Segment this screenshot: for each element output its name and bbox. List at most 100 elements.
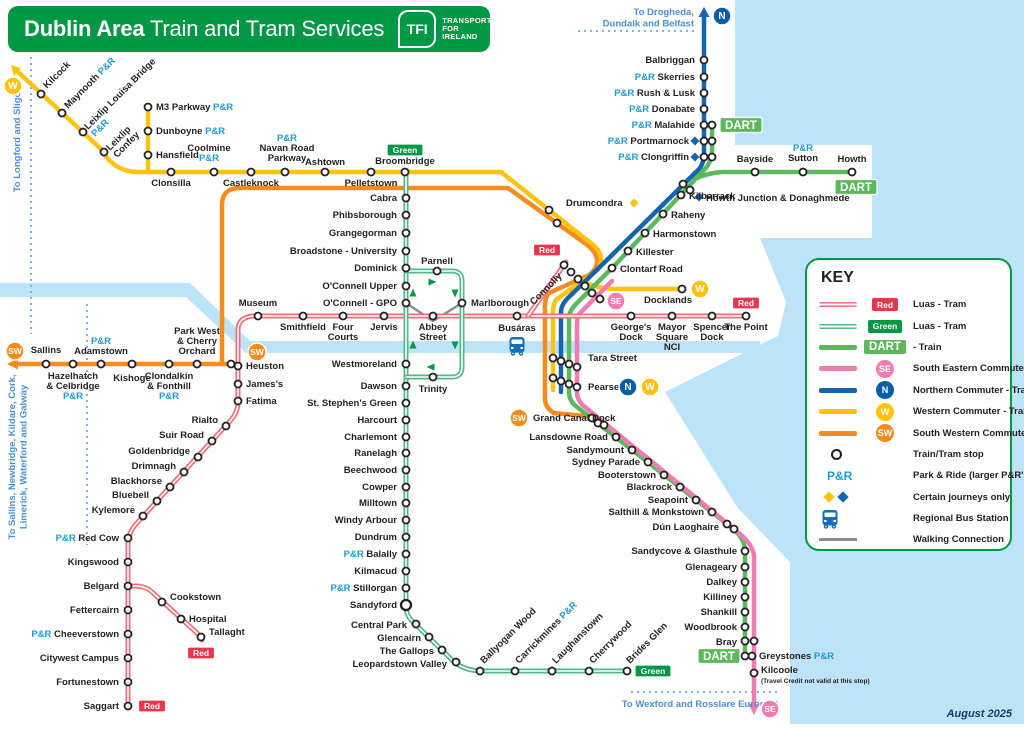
station-label: Woodbrook	[684, 622, 737, 633]
svg-text:Red: Red	[738, 298, 754, 308]
station-label: Bray	[716, 637, 738, 648]
station-label: Suir Road	[159, 430, 204, 441]
station-label: Grand Canal Dock	[533, 413, 616, 424]
station-label: Grangegorman	[329, 228, 397, 239]
luas-direction-arrow-icon	[409, 288, 417, 297]
station-stop	[164, 359, 174, 369]
station-stop	[401, 448, 411, 458]
route-destination-note: To Longford and Sligo	[12, 91, 23, 192]
route-terminus-arrow	[748, 704, 760, 715]
station-stop	[699, 120, 709, 130]
key-swatch-n-icon	[819, 387, 857, 393]
station-stop	[207, 436, 217, 446]
station-label: The Gallops	[380, 646, 434, 657]
station-label: Leopardstown Valley	[353, 659, 448, 670]
station-label: Marlborough	[471, 298, 529, 309]
station-stop	[699, 136, 709, 146]
station-label: (Travel Credit not valid at this stop)	[761, 678, 870, 685]
station-stop	[611, 432, 621, 442]
station-stop	[587, 413, 597, 423]
svg-text:Red: Red	[193, 648, 209, 658]
svg-text:W: W	[645, 382, 655, 393]
station-stop	[192, 359, 202, 369]
key-entry-label: Park & Ride (larger P&R's only)	[913, 470, 1024, 482]
station-stop	[123, 557, 133, 567]
station-label: Docklands	[644, 295, 692, 306]
station-label: Dalkey	[706, 577, 737, 588]
station-stop	[707, 507, 717, 517]
station-stop	[599, 420, 609, 430]
badge-w: W	[640, 377, 660, 397]
luas-direction-arrow-icon	[451, 341, 459, 350]
key-entry-label: - Train	[913, 341, 942, 353]
key-swatch-luas-green-icon	[819, 323, 857, 329]
station-stop	[99, 147, 109, 157]
route-w-mainline	[14, 68, 604, 393]
station-stop	[36, 89, 46, 99]
station-label: Dunboyne P&R	[156, 126, 225, 137]
station-stop	[699, 72, 709, 82]
svg-text:W: W	[695, 284, 705, 295]
station-stop	[127, 359, 137, 369]
station-stop	[640, 228, 650, 238]
station-stop	[740, 636, 750, 646]
station-stop	[165, 482, 175, 492]
station-label: Cabra	[370, 193, 398, 204]
svg-text:Red: Red	[144, 701, 160, 711]
station-stop	[401, 298, 411, 308]
station-stop	[401, 415, 411, 425]
station-stop	[401, 465, 411, 475]
station-label: Parnell	[421, 256, 453, 267]
station-stop	[166, 167, 176, 177]
station-label: Balbriggan	[645, 55, 695, 66]
tfi-leaf-icon: TFI	[398, 10, 437, 48]
station-label: Shankill	[701, 607, 737, 618]
station-stop	[747, 651, 757, 661]
station-stop	[138, 511, 148, 521]
station-stop	[233, 361, 243, 371]
station-label: Ashtown	[305, 157, 345, 168]
route-walk-city	[404, 301, 464, 323]
badge-red: Red	[532, 243, 562, 257]
station-stop	[475, 666, 485, 676]
station-stop	[607, 263, 617, 273]
station-label: Fortunestown	[56, 677, 119, 688]
station-label: Smithfield	[280, 322, 326, 333]
station-stop	[226, 359, 236, 369]
station-label: Glencairn	[377, 633, 421, 644]
station-label: Charlemont	[344, 432, 398, 443]
station-stop	[401, 482, 411, 492]
station-stop	[78, 127, 88, 137]
station-label: P&R Balally	[344, 549, 398, 560]
route-terminus-arrow	[7, 358, 18, 370]
station-stop	[401, 193, 411, 203]
station-stop	[451, 657, 461, 667]
station-stop	[548, 353, 558, 363]
route-destination-note: To Sallins, Newbridge, Kildare, Cork,Lim…	[7, 374, 30, 539]
station-stop	[676, 190, 686, 200]
station-stop	[320, 167, 330, 177]
route-dart-howth	[694, 169, 855, 181]
badge-sw: SW	[509, 408, 529, 428]
station-label: Booterstown	[598, 470, 656, 481]
station-stop	[556, 356, 566, 366]
svg-text:Green: Green	[393, 145, 418, 155]
station-stop	[401, 515, 411, 525]
station-stop	[678, 179, 688, 189]
station-label: Cookstown	[170, 592, 221, 603]
station-label: Bluebell	[112, 490, 149, 501]
station-label: Killiney	[703, 592, 738, 603]
station-label: Lansdowne Road	[529, 432, 608, 443]
regional-bus-station-icon	[509, 337, 525, 356]
station-stop	[556, 376, 566, 386]
station-stop	[564, 359, 574, 369]
station-label: Central Park	[351, 620, 408, 631]
station-label: Dundrum	[355, 532, 397, 543]
station-stop	[196, 632, 206, 642]
station-stop	[123, 653, 133, 663]
station-label: Trinity	[419, 384, 448, 395]
